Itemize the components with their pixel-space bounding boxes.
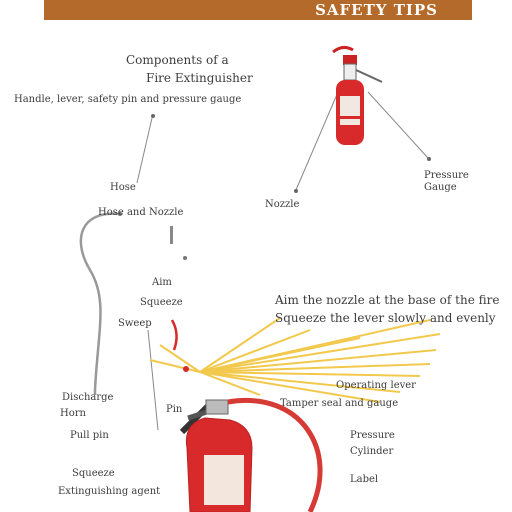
small-extinguisher-icon <box>332 45 383 145</box>
pin-mark <box>170 226 173 244</box>
leader-line-mid <box>147 329 159 431</box>
label-pressure-2: Pressure <box>350 430 395 441</box>
red-arc <box>170 319 178 351</box>
label-left-squeeze: Squeeze <box>72 468 115 479</box>
marker-dot <box>183 256 187 260</box>
banner-title: SAFETY TIPS <box>315 1 438 19</box>
hose-line <box>79 212 121 395</box>
label-tamper-seal: Tamper seal and gauge <box>280 398 399 409</box>
label-discharge: Discharge <box>62 392 114 403</box>
leader-dot <box>427 157 431 161</box>
spray-origin-dot <box>183 366 189 372</box>
label-components-1: Components of a <box>126 53 229 67</box>
leader-dot <box>294 189 298 193</box>
leader-line-small-right <box>367 91 429 159</box>
large-extinguisher-icon <box>179 398 323 512</box>
label-squeeze: Squeeze <box>140 297 183 308</box>
leader-line-top-left <box>136 117 153 184</box>
leader-line-small-left <box>295 91 339 191</box>
label-cylinder: Cylinder <box>350 446 394 457</box>
title-banner: SAFETY TIPS <box>44 0 472 20</box>
label-spray-note-2: Squeeze the lever slowly and evenly <box>275 311 496 325</box>
label-pressure: Pressure <box>424 170 469 181</box>
label-components-3: Handle, lever, safety pin and pressure g… <box>14 94 242 105</box>
label-nozzle: Nozzle <box>265 199 300 210</box>
label-horn: Horn <box>60 408 86 419</box>
label-aim: Aim <box>152 277 172 288</box>
label-sweep: Sweep <box>118 318 152 329</box>
leader-dot <box>151 114 155 118</box>
label-operating-lever: Operating lever <box>336 380 416 391</box>
label-pin: Pin <box>166 404 183 415</box>
label-hose-nozzle: Hose and Nozzle <box>98 207 184 218</box>
label-spray-note-1: Aim the nozzle at the base of the fire <box>275 293 500 307</box>
label-pull-pin: Pull pin <box>70 430 109 441</box>
label-label: Label <box>350 474 379 485</box>
label-hose: Hose <box>110 182 136 193</box>
spray-icon <box>149 317 441 403</box>
label-components-2: Fire Extinguisher <box>146 71 253 85</box>
label-gauge: Gauge <box>424 182 457 193</box>
label-agent: Extinguishing agent <box>58 486 161 497</box>
